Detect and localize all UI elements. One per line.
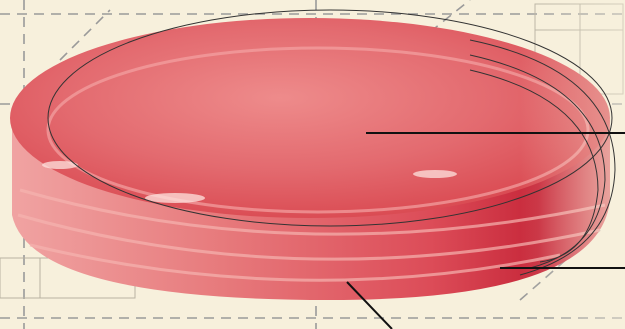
figure-canvas — [0, 0, 625, 329]
